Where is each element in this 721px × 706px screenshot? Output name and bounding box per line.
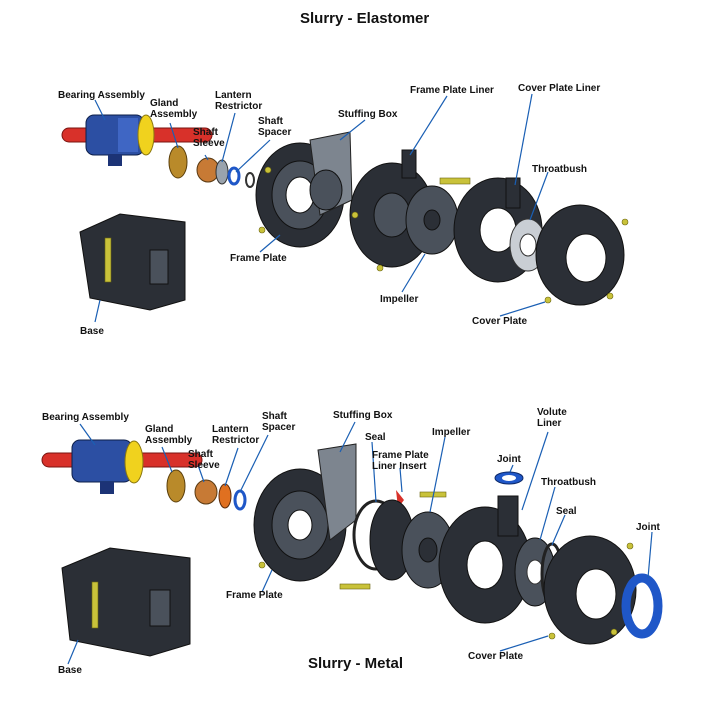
label-bearing-assembly-metal: Bearing Assembly (42, 412, 129, 423)
gland-assembly-part (168, 145, 255, 188)
label-seal-2-metal: Seal (556, 506, 577, 517)
label-cover-plate-metal: Cover Plate (468, 651, 523, 662)
label-frame-plate: Frame Plate (230, 253, 287, 264)
label-cover-plate: Cover Plate (472, 316, 527, 327)
label-impeller-metal: Impeller (432, 427, 470, 438)
label-stuffing-box: Stuffing Box (338, 109, 398, 120)
label-bearing-assembly: Bearing Assembly (58, 90, 145, 101)
label-cover-plate-liner: Cover Plate Liner (518, 83, 600, 94)
label-lantern-line1-metal: Lantern (212, 424, 249, 435)
label-insert-line2: Liner Insert (372, 461, 427, 472)
label-joint-2-metal: Joint (636, 522, 661, 533)
cover-plate-part-metal (543, 535, 637, 645)
gland-assembly-part-metal (166, 469, 247, 511)
diagram-elastomer: Slurry - Elastomer (58, 10, 629, 337)
diagram-title-elastomer: Slurry - Elastomer (300, 10, 429, 27)
base-part (79, 213, 186, 311)
leader-lines-metal (67, 421, 653, 665)
label-lantern-line2-metal: Restrictor (212, 435, 259, 446)
base-part-metal (61, 547, 191, 657)
bearing-assembly-part-metal (41, 439, 203, 494)
volute-liner-part (438, 495, 532, 624)
joint-part-metal (494, 471, 524, 485)
label-lantern-line2: Restrictor (215, 101, 262, 112)
label-sleeve-line2-metal: Sleeve (188, 460, 220, 471)
impeller-part (405, 177, 471, 255)
label-base-metal: Base (58, 665, 82, 676)
label-volute-line1: Volute (537, 407, 567, 418)
cover-plate-part (535, 204, 629, 306)
label-frame-plate-metal: Frame Plate (226, 590, 283, 601)
label-gland-line1: Gland (150, 98, 178, 109)
bearing-assembly-part (61, 114, 213, 166)
label-seal-metal: Seal (365, 432, 386, 443)
label-sleeve-line1: Shaft (193, 127, 219, 138)
label-spacer-line2-metal: Spacer (262, 422, 295, 433)
label-gland-line2: Assembly (150, 109, 198, 120)
label-joint-metal: Joint (497, 454, 522, 465)
label-insert-line1: Frame Plate (372, 450, 429, 461)
label-sleeve-line1-metal: Shaft (188, 449, 214, 460)
label-throatbush: Throatbush (532, 164, 587, 175)
diagram-metal: Slurry - Metal (41, 407, 663, 676)
stuffing-box-part (309, 131, 353, 216)
label-lantern-line1: Lantern (215, 90, 252, 101)
label-spacer-line2: Spacer (258, 127, 291, 138)
joint-2-part-metal (621, 573, 663, 639)
label-stuffing-box-metal: Stuffing Box (333, 410, 393, 421)
label-spacer-line1: Shaft (258, 116, 284, 127)
label-spacer-line1-metal: Shaft (262, 411, 288, 422)
label-base: Base (80, 326, 104, 337)
leader-lines-elastomer (94, 93, 549, 323)
label-impeller: Impeller (380, 294, 418, 305)
label-gland-line2-metal: Assembly (145, 435, 193, 446)
diagram-title-metal: Slurry - Metal (308, 655, 403, 672)
label-throatbush-metal: Throatbush (541, 477, 596, 488)
frame-plate-liner-part (349, 149, 435, 272)
label-volute-line2: Liner (537, 418, 562, 429)
frame-plate-part-metal (253, 443, 357, 582)
label-gland-line1-metal: Gland (145, 424, 173, 435)
label-sleeve-line2: Sleeve (193, 138, 225, 149)
label-frame-plate-liner: Frame Plate Liner (410, 85, 494, 96)
